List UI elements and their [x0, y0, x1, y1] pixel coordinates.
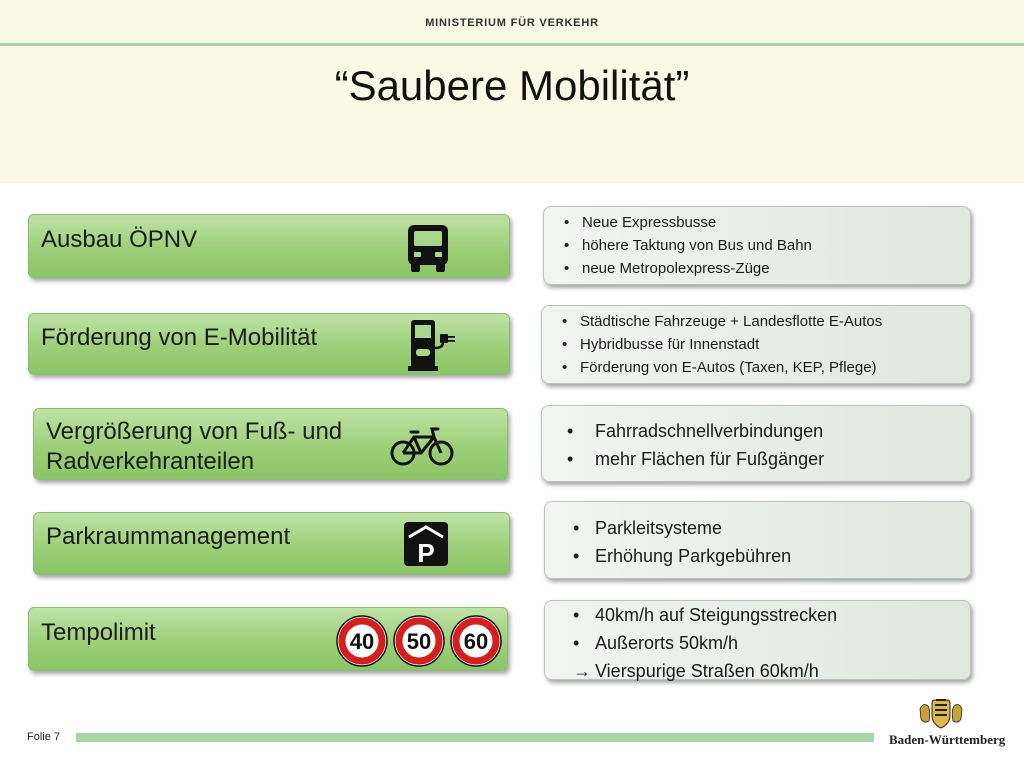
parking-garage-icon: P	[404, 522, 448, 567]
topic-box-parking: Parkraummanagement P	[33, 512, 510, 575]
speed-limit-value: 50	[407, 629, 431, 654]
list-item: •neue Metropolexpress-Züge	[564, 260, 770, 277]
topic-label: Vergrößerung von Fuß- und Radverkehrante…	[46, 417, 342, 477]
list-item: •Städtische Fahrzeuge + Landesflotte E-A…	[562, 313, 883, 330]
list-item: •Neue Expressbusse	[564, 214, 717, 231]
speed-limit-40-sign: 40	[336, 615, 388, 667]
details-box-e-mobility: •Städtische Fahrzeuge + Landesflotte E-A…	[541, 305, 971, 384]
speed-limit-value: 60	[464, 629, 488, 654]
header-band	[0, 0, 1024, 183]
ministry-name: MINISTERIUM FÜR VERKEHR	[425, 17, 599, 29]
list-item: •Fahrradschnellverbindungen	[567, 421, 824, 441]
header-divider	[0, 43, 1024, 46]
slide-title: “Saubere Mobilität”	[334, 62, 690, 109]
slide-number: Folie 7	[27, 731, 61, 743]
topic-box-cycling-walking: Vergrößerung von Fuß- und Radverkehrante…	[33, 408, 508, 480]
speed-limit-60-sign: 60	[450, 615, 502, 667]
bullet-list: •Parkleitsysteme •Erhöhung Parkgebühren	[573, 514, 791, 570]
bullet-list: •40km/h auf Steigungsstrecken •Außerorts…	[573, 601, 837, 685]
list-item: •mehr Flächen für Fußgänger	[567, 449, 825, 469]
details-box-parking: •Parkleitsysteme •Erhöhung Parkgebühren	[544, 501, 971, 579]
speed-limit-signs-icon: 40 50 60	[336, 615, 502, 667]
topic-label: Parkraummanagement	[46, 523, 291, 550]
topic-label-line: Vergrößerung von Fuß- und	[46, 418, 343, 445]
topic-box-oepnv: Ausbau ÖPNV	[28, 214, 510, 278]
bus-icon	[408, 225, 448, 272]
list-item: •Hybridbusse für Innenstadt	[562, 336, 760, 353]
topic-box-e-mobility: Förderung von E-Mobilität	[28, 313, 510, 375]
details-box-speed-limit: •40km/h auf Steigungsstrecken •Außerorts…	[544, 600, 971, 681]
bullet-list: •Neue Expressbusse •höhere Taktung von B…	[564, 211, 812, 280]
bullet-list: •Fahrradschnellverbindungen •mehr Fläche…	[567, 417, 824, 473]
topic-label-line: Radverkehranteilen	[46, 448, 255, 475]
footer-divider	[76, 733, 874, 742]
bicycle-icon	[390, 427, 454, 466]
topic-box-speed-limit: Tempolimit 40 50 60	[28, 607, 508, 671]
list-item: →Vierspurige Straßen 60km/h	[573, 661, 819, 681]
list-item: •40km/h auf Steigungsstrecken	[573, 605, 838, 625]
bullet-list: •Städtische Fahrzeuge + Landesflotte E-A…	[562, 310, 882, 379]
speed-limit-50-sign: 50	[393, 615, 445, 667]
state-name: Baden-Württemberg	[889, 732, 1006, 747]
speed-limit-value: 40	[350, 629, 374, 654]
list-item: •Erhöhung Parkgebühren	[573, 546, 792, 566]
list-item: •Förderung von E-Autos (Taxen, KEP, Pfle…	[562, 359, 877, 376]
topic-label: Förderung von E-Mobilität	[41, 324, 318, 351]
details-box-oepnv: •Neue Expressbusse •höhere Taktung von B…	[543, 206, 971, 285]
details-box-cycling-walking: •Fahrradschnellverbindungen •mehr Fläche…	[541, 405, 971, 482]
topic-label: Ausbau ÖPNV	[41, 226, 198, 253]
coat-of-arms-icon	[919, 699, 963, 729]
list-item: •Außerorts 50km/h	[573, 633, 739, 653]
charging-station-icon	[408, 320, 455, 371]
parking-letter: P	[417, 538, 434, 567]
list-item: •höhere Taktung von Bus und Bahn	[564, 237, 812, 254]
topic-label: Tempolimit	[41, 619, 156, 646]
list-item: •Parkleitsysteme	[573, 518, 723, 538]
